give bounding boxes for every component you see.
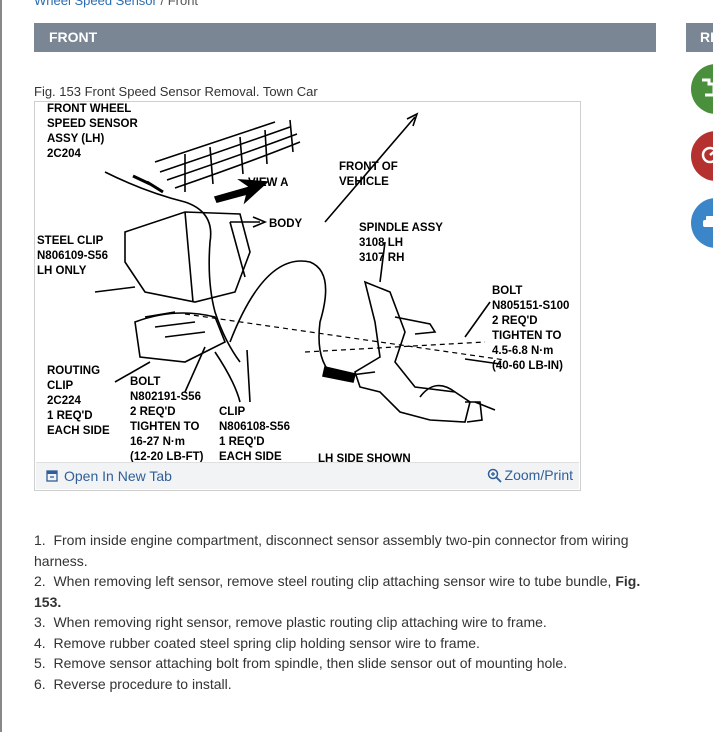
- step-number: 1.: [34, 532, 46, 548]
- procedure-steps: 1. From inside engine compartment, disco…: [34, 530, 654, 694]
- step-text: Remove sensor attaching bolt from spindl…: [53, 655, 568, 671]
- figure-toolbar: Open In New Tab Zoom/Print: [36, 462, 579, 489]
- related-panel-header: RE: [686, 23, 713, 52]
- step-text: Reverse procedure to install.: [53, 675, 232, 692]
- related-red-button[interactable]: [691, 131, 713, 181]
- label-side-shown: LH SIDE SHOWN: [318, 453, 411, 464]
- figure-caption: Fig. 153 Front Speed Sensor Removal. Tow…: [34, 84, 318, 99]
- car-icon: [703, 216, 713, 227]
- breadcrumb-link-wheel-speed-sensor[interactable]: Wheel Speed Sensor: [34, 0, 157, 8]
- step-text: When removing left sensor, remove steel …: [53, 573, 616, 589]
- zoom-print-label: Zoom/Print: [504, 467, 573, 483]
- open-tab-icon: [46, 470, 58, 482]
- step-number: 6.: [34, 675, 46, 692]
- step-text: From inside engine compartment, disconne…: [34, 532, 629, 569]
- step-item: 5. Remove sensor attaching bolt from spi…: [34, 653, 654, 674]
- zoom-print-link[interactable]: Zoom/Print: [487, 467, 573, 483]
- open-in-new-tab-link[interactable]: Open In New Tab: [46, 468, 172, 484]
- related-green-button[interactable]: [691, 64, 713, 114]
- breadcrumb-current: Front: [167, 0, 199, 8]
- step-item: 1. From inside engine compartment, disco…: [34, 530, 654, 571]
- step-figure-ref: Fig. 153.: [34, 573, 641, 610]
- step-item: 2. When removing left sensor, remove ste…: [34, 571, 654, 612]
- step-number: 4.: [34, 634, 46, 651]
- step-item: 3. When removing right sensor, remove pl…: [34, 612, 654, 633]
- section-header-front: FRONT: [34, 23, 656, 52]
- page-left-border: [0, 0, 2, 732]
- open-in-new-tab-label: Open In New Tab: [64, 468, 172, 484]
- label-body: BODY: [269, 218, 303, 230]
- related-blue-button[interactable]: [691, 198, 713, 248]
- step-item: 4. Remove rubber coated steel spring cli…: [34, 633, 654, 654]
- magnifier-plus-icon: [487, 468, 502, 483]
- step-item: 6. Reverse procedure to install.: [34, 674, 654, 695]
- diagram-linework: [94, 112, 506, 423]
- step-text: Remove rubber coated steel spring clip h…: [53, 634, 480, 651]
- step-number: 3.: [34, 614, 46, 630]
- label-view-a: VIEW A: [248, 177, 288, 189]
- step-number: 2.: [34, 573, 46, 589]
- step-text: When removing right sensor, remove plast…: [53, 614, 547, 630]
- breadcrumb: Wheel Speed Sensor / Front: [34, 0, 198, 8]
- breadcrumb-separator: /: [156, 0, 168, 8]
- gauge-icon: [701, 146, 713, 164]
- step-number: 5.: [34, 655, 46, 671]
- wrench-icon: [702, 78, 713, 97]
